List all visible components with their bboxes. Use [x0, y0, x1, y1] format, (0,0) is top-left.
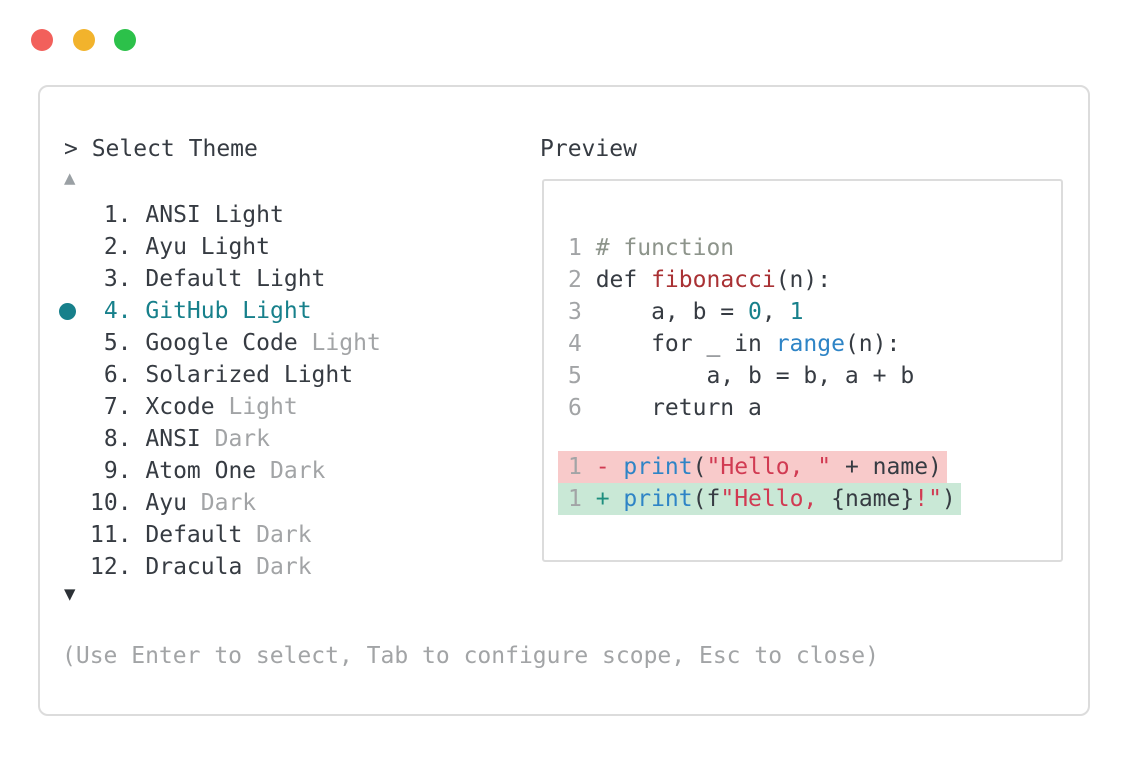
theme-item-number: 8. — [103, 426, 132, 452]
theme-item-name: Atom One — [145, 458, 257, 484]
code-token: fibonacci — [651, 267, 776, 293]
theme-item-variant: Dark — [256, 458, 326, 484]
code-token: 0 — [748, 299, 762, 325]
theme-list-item[interactable]: 10. Ayu Dark — [90, 487, 381, 519]
diff-line-removed: 1- print("Hello, " + name) — [558, 451, 947, 483]
theme-item-number: 4. — [103, 298, 132, 324]
theme-item-number: 10. — [90, 490, 132, 516]
theme-list-item[interactable]: 12. Dracula Dark — [90, 551, 381, 583]
theme-item-name: Xcode — [145, 394, 215, 420]
theme-list-item[interactable]: 11. Default Dark — [90, 519, 381, 551]
theme-item-name: Default Light — [145, 266, 326, 292]
theme-item-number: 11. — [90, 522, 132, 548]
code-line: 4 for _ in range(n): — [568, 328, 900, 360]
line-number: 1 — [568, 454, 582, 480]
code-token: "Hello, " — [706, 454, 832, 480]
code-token: {name} — [831, 486, 915, 512]
theme-list-item[interactable]: 7. Xcode Light — [90, 391, 381, 423]
keyboard-hint-text: (Use Enter to select, Tab to configure s… — [62, 643, 879, 669]
selected-bullet-icon — [59, 303, 76, 320]
code-line: 3 a, b = 0, 1 — [568, 296, 803, 328]
code-token: (n): — [775, 267, 832, 293]
code-token: a, b = — [595, 299, 749, 325]
theme-list-item[interactable]: 9. Atom One Dark — [90, 455, 381, 487]
code-token: !" — [914, 486, 942, 512]
theme-item-name: Ayu — [145, 490, 187, 516]
code-token: , — [761, 299, 790, 325]
code-line: 2 def fibonacci(n): — [568, 264, 831, 296]
code-token: ) — [941, 486, 956, 512]
code-token: + — [595, 486, 624, 512]
theme-item-number: 7. — [103, 394, 132, 420]
code-token: for _ in — [595, 331, 776, 357]
theme-item-name: Dracula — [145, 554, 243, 580]
code-token: 1 — [789, 299, 804, 325]
theme-item-variant: Dark — [242, 522, 312, 548]
theme-item-name: ANSI — [145, 426, 201, 452]
theme-list-item[interactable]: 2. Ayu Light — [90, 231, 381, 263]
theme-list-item[interactable]: 4. GitHub Light — [59, 295, 381, 327]
theme-list-item[interactable]: 8. ANSI Dark — [90, 423, 381, 455]
code-line: 6 return a — [568, 392, 762, 424]
line-number: 4 — [568, 331, 582, 357]
theme-list-item[interactable]: 1. ANSI Light — [90, 199, 381, 231]
theme-item-name: Default — [145, 522, 243, 548]
theme-item-variant: Dark — [200, 426, 271, 452]
code-line: 5 a, b = b, a + b — [568, 360, 914, 392]
theme-item-name: Google Code — [145, 330, 298, 356]
theme-item-variant: Light — [297, 330, 381, 356]
line-number: 3 — [568, 299, 582, 325]
code-token: # function — [595, 235, 735, 261]
code-token: + name) — [831, 454, 942, 480]
code-token: "Hello, — [720, 486, 832, 512]
line-number: 2 — [568, 267, 582, 293]
theme-item-number: 3. — [103, 266, 132, 292]
code-token: print — [623, 454, 693, 480]
code-token: (n): — [844, 331, 901, 357]
line-number: 1 — [568, 486, 582, 512]
traffic-light-close[interactable] — [31, 29, 53, 51]
theme-list: 1. ANSI Light 2. Ayu Light 3. Default Light 4.… — [59, 199, 381, 583]
code-token: (f — [692, 486, 721, 512]
theme-item-name: GitHub Light — [145, 298, 312, 324]
theme-list-item[interactable]: 5. Google Code Light — [90, 327, 381, 359]
line-number: 1 — [568, 235, 582, 261]
theme-item-name: Ayu Light — [145, 234, 270, 260]
code-token: ( — [692, 454, 707, 480]
theme-item-variant: Light — [214, 394, 298, 420]
theme-list-item[interactable]: 6. Solarized Light — [90, 359, 381, 391]
select-theme-title: > Select Theme — [64, 136, 258, 162]
scroll-up-icon[interactable]: ▲ — [64, 167, 76, 189]
traffic-light-minimize[interactable] — [73, 29, 95, 51]
line-number: 6 — [568, 395, 582, 421]
code-token: print — [623, 486, 693, 512]
line-number: 5 — [568, 363, 582, 389]
diff-line-added: 1 + print(f"Hello, {name}!") — [558, 483, 961, 515]
theme-item-number: 9. — [103, 458, 132, 484]
code-line: 1 # function — [568, 232, 734, 264]
theme-item-number: 1. — [103, 202, 132, 228]
code-token: range — [775, 331, 845, 357]
theme-item-name: Solarized Light — [145, 362, 354, 388]
code-token: - — [595, 454, 624, 480]
theme-list-item[interactable]: 3. Default Light — [90, 263, 381, 295]
code-token: def — [595, 267, 652, 293]
traffic-light-maximize[interactable] — [114, 29, 136, 51]
theme-item-variant: Dark — [186, 490, 257, 516]
code-token: return a — [595, 395, 762, 421]
theme-item-number: 12. — [90, 554, 132, 580]
theme-picker-panel: > Select Theme ▲ 1. ANSI Light 2. Ayu Light… — [38, 85, 1090, 716]
scroll-down-icon[interactable]: ▼ — [64, 583, 76, 605]
theme-item-number: 2. — [103, 234, 132, 260]
preview-label: Preview — [540, 136, 637, 162]
theme-item-name: ANSI Light — [145, 202, 284, 228]
theme-item-number: 6. — [103, 362, 132, 388]
code-token: a, b = b, a + b — [595, 363, 915, 389]
theme-item-number: 5. — [103, 330, 132, 356]
theme-item-variant: Dark — [242, 554, 312, 580]
